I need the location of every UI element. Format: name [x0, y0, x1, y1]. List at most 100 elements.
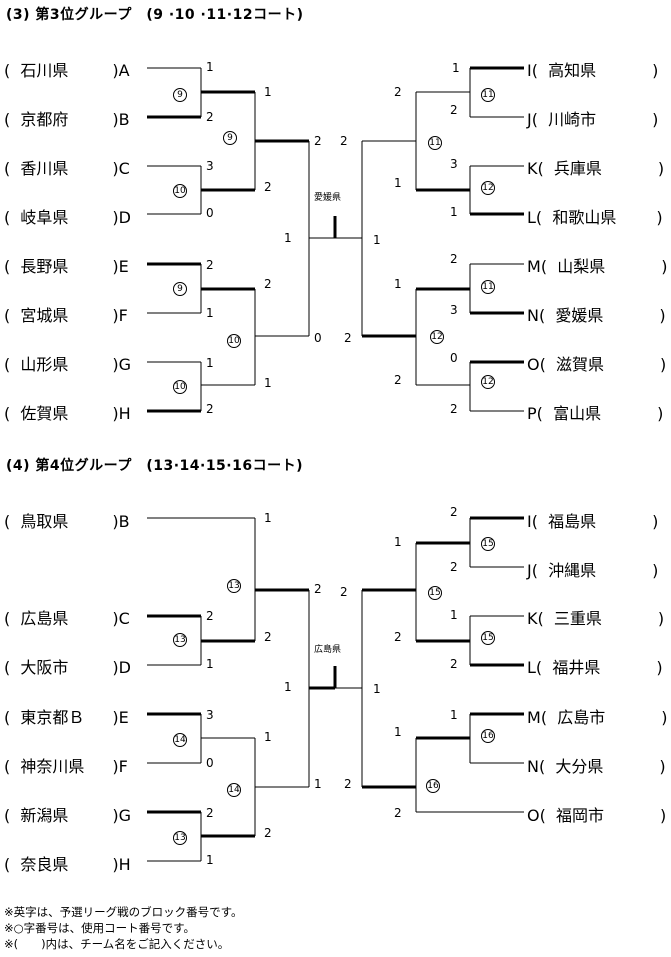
team-row: M( 山梨県): [527, 253, 667, 277]
block-letter: G: [118, 355, 132, 374]
team-row: ( 石川県)A: [4, 57, 130, 81]
team-row: ( 神奈川県)F: [4, 753, 128, 777]
team-row: ( 佐賀県)H: [4, 400, 131, 424]
score: 2: [206, 402, 214, 416]
team-name[interactable]: 広島市: [557, 708, 606, 727]
block-letter: A: [118, 61, 130, 80]
team-name[interactable]: 大分県: [555, 757, 604, 776]
score: 2: [450, 252, 458, 266]
team-name[interactable]: 滋賀県: [556, 355, 605, 374]
score: 1: [206, 657, 214, 671]
team-row: I( 高知県): [527, 57, 658, 81]
score: 2: [264, 277, 272, 291]
score: 1: [452, 61, 460, 75]
court-number: 11: [481, 88, 495, 102]
team-row: ( 広島県)C: [4, 605, 130, 629]
score: 2: [450, 402, 458, 416]
block-letter: O: [527, 806, 540, 825]
team-name[interactable]: 石川県: [20, 61, 69, 80]
block-letter: N: [527, 757, 539, 776]
team-name[interactable]: 長野県: [20, 257, 69, 276]
team-row: ( 東京都Ｂ)E: [4, 704, 129, 728]
group3-bracket-lines: [147, 66, 524, 413]
block-letter: B: [118, 110, 130, 129]
block-letter: G: [118, 806, 132, 825]
score: 2: [450, 560, 458, 574]
team-name[interactable]: 兵庫県: [553, 159, 602, 178]
score: 1: [264, 511, 272, 525]
court-number: 11: [481, 280, 495, 294]
team-row: ( 新潟県)G: [4, 802, 131, 826]
team-row: P( 富山県): [527, 400, 663, 424]
team-name[interactable]: 和歌山県: [552, 208, 617, 227]
team-name[interactable]: 高知県: [548, 61, 597, 80]
team-name[interactable]: 福岡市: [556, 806, 605, 825]
team-name[interactable]: 山梨県: [557, 257, 606, 276]
score: 2: [206, 110, 214, 124]
team-name[interactable]: 宮城県: [20, 306, 69, 325]
team-name[interactable]: 富山県: [553, 404, 602, 423]
court-number: 11: [428, 136, 442, 150]
block-letter: E: [118, 257, 129, 276]
team-row: I( 福島県): [527, 508, 658, 532]
note-line: ※( )内は、チーム名をご記入ください。: [4, 937, 230, 951]
team-name[interactable]: 東京都Ｂ: [20, 708, 85, 727]
score: 2: [344, 777, 352, 791]
block-letter: L: [527, 208, 536, 227]
score: 1: [373, 682, 381, 696]
team-row: ( 岐阜県)D: [4, 204, 131, 228]
score: 2: [450, 103, 458, 117]
team-row: N( 大分県): [527, 753, 666, 777]
score: 1: [373, 233, 381, 247]
score: 1: [394, 725, 402, 739]
court-number: 13: [173, 633, 187, 647]
court-number: 10: [173, 380, 187, 394]
block-letter: L: [527, 658, 536, 677]
score: 0: [206, 756, 214, 770]
team-name[interactable]: 鳥取県: [20, 512, 69, 531]
score: 2: [394, 373, 402, 387]
score: 1: [264, 85, 272, 99]
team-row: ( 大阪市)D: [4, 654, 131, 678]
score: 1: [206, 306, 214, 320]
team-name[interactable]: 岐阜県: [20, 208, 69, 227]
team-name[interactable]: 京都府: [20, 110, 69, 129]
team-name[interactable]: 大阪市: [20, 658, 69, 677]
team-name[interactable]: 三重県: [553, 609, 602, 628]
note-line: ※英字は、予選リーグ戦のブロック番号です。: [4, 905, 243, 919]
block-letter: D: [118, 658, 131, 677]
team-name[interactable]: 福島県: [548, 512, 597, 531]
team-name[interactable]: 神奈川県: [20, 757, 85, 776]
score: 1: [206, 853, 214, 867]
court-number: 12: [430, 330, 444, 344]
score: 2: [340, 585, 348, 599]
block-letter: I: [527, 512, 532, 531]
host-label: 愛媛県: [314, 193, 342, 203]
team-name[interactable]: 山形県: [20, 355, 69, 374]
team-name[interactable]: 香川県: [20, 159, 69, 178]
team-name[interactable]: 広島県: [20, 609, 69, 628]
team-name[interactable]: 新潟県: [20, 806, 69, 825]
team-name[interactable]: 愛媛県: [555, 306, 604, 325]
score: 2: [394, 806, 402, 820]
team-name[interactable]: 川崎市: [548, 110, 597, 129]
block-letter: H: [118, 855, 131, 874]
court-number: 12: [481, 181, 495, 195]
team-name[interactable]: 福井県: [552, 658, 601, 677]
score: 2: [264, 630, 272, 644]
team-name[interactable]: 佐賀県: [20, 404, 69, 423]
score: 1: [394, 176, 402, 190]
block-letter: E: [118, 708, 129, 727]
score: 2: [206, 806, 214, 820]
score: 3: [450, 157, 458, 171]
team-name[interactable]: 奈良県: [20, 855, 69, 874]
team-row: O( 福岡市): [527, 802, 666, 826]
team-row: L( 和歌山県): [527, 204, 663, 228]
block-letter: I: [527, 61, 532, 80]
court-number: 13: [173, 831, 187, 845]
team-row: K( 兵庫県): [527, 155, 664, 179]
score: 2: [340, 134, 348, 148]
court-number: 16: [426, 779, 440, 793]
team-name[interactable]: 沖縄県: [548, 561, 597, 580]
